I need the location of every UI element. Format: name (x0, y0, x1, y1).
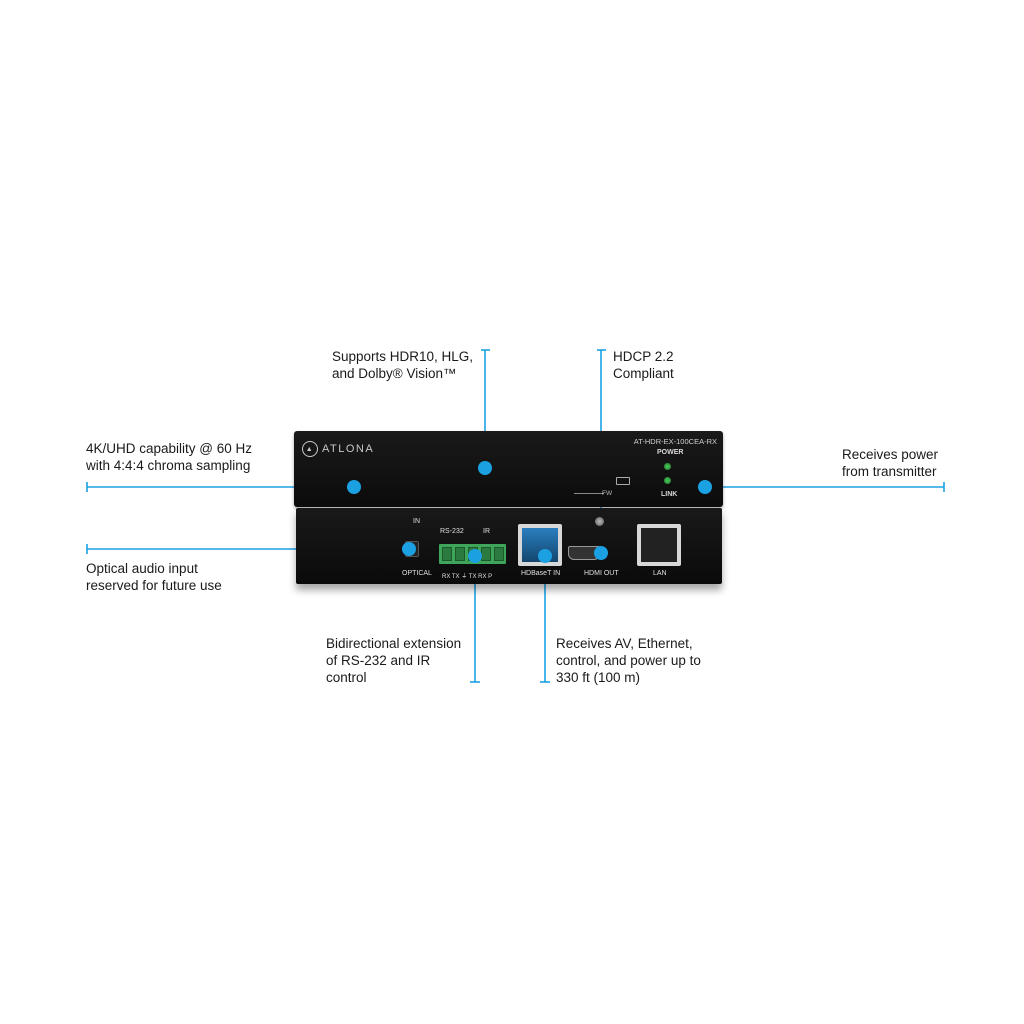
lan-port-icon (637, 524, 681, 566)
receives-callout-line-2: control, and power up to (556, 653, 701, 668)
power-callout: Receives power from transmitter (842, 446, 938, 480)
power-led-label: POWER (657, 449, 684, 456)
brand-name: ATLONA (322, 443, 375, 455)
uhd-callout-line-1: 4K/UHD capability @ 60 Hz (86, 441, 253, 456)
optical-callout-line-2: reserved for future use (86, 578, 222, 593)
brand-logo: ▲ ATLONA (302, 441, 374, 457)
hdbaset-label: HDBaseT IN (521, 570, 561, 577)
uhd-callout-line-2: with 4:4:4 chroma sampling (86, 458, 251, 473)
optical-callout-dot (402, 542, 416, 556)
power-callout-dot (698, 480, 712, 494)
power-callout-line-2: from transmitter (842, 464, 937, 479)
hdr-callout: Supports HDR10, HLG, and Dolby® Vision™ (332, 348, 473, 382)
hdcp-callout-line-2: Compliant (613, 366, 674, 381)
model-number: AT-HDR-EX-100CEA-RX (633, 437, 717, 446)
optical-label: OPTICAL (402, 570, 432, 577)
uhd-callout-dot (347, 480, 361, 494)
lan-label: LAN (653, 570, 667, 577)
bidirectional-callout-line-1: Bidirectional extension (326, 636, 462, 651)
bidirectional-callout: Bidirectional extension of RS-232 and IR… (326, 635, 461, 686)
hdr-callout-dot (478, 461, 492, 475)
optical-callout-line-1: Optical audio input (86, 561, 198, 576)
terminal-pin-labels: RX TX ⏚ TX RX P (442, 574, 493, 580)
receives-callout: Receives AV, Ethernet, control, and powe… (556, 635, 701, 686)
rs232-label: RS-232 (440, 528, 464, 535)
optical-in-label: IN (413, 518, 420, 525)
power-callout-line-1: Receives power (842, 447, 939, 462)
bidirectional-callout-line-2: of RS-232 and IR (326, 653, 431, 668)
fw-label: FW (602, 490, 613, 497)
usb-port-icon (616, 477, 630, 485)
optical-callout: Optical audio input reserved for future … (86, 560, 222, 594)
hdr-callout-line-1: Supports HDR10, HLG, (332, 349, 474, 364)
ir-label: IR (483, 528, 490, 535)
uhd-callout: 4K/UHD capability @ 60 Hz with 4:4:4 chr… (86, 440, 252, 474)
ground-screw-icon (595, 517, 604, 526)
power-led (664, 463, 671, 470)
bidirectional-callout-line-3: control (326, 670, 367, 685)
receives-callout-dot (538, 549, 552, 563)
fw-divider (574, 493, 604, 494)
bidirectional-callout-dot (468, 549, 482, 563)
receives-callout-line-3: 330 ft (100 m) (556, 670, 641, 685)
hdr-callout-line-2: and Dolby® Vision™ (332, 366, 457, 381)
link-led-label: LINK (661, 491, 678, 498)
hdmi-out-label: HDMI OUT (584, 570, 619, 577)
hdcp-callout-dot (594, 546, 608, 560)
receiver-rear-panel: IN OPTICAL RS-232 IR RX TX ⏚ TX RX P HDB… (296, 508, 722, 584)
atlona-logo-icon: ▲ (302, 441, 318, 457)
receives-callout-line-1: Receives AV, Ethernet, (556, 636, 693, 651)
hdcp-callout: HDCP 2.2 Compliant (613, 348, 674, 382)
hdcp-callout-line-1: HDCP 2.2 (613, 349, 674, 364)
link-led (664, 477, 671, 484)
receiver-front-panel: ▲ ATLONA AT-HDR-EX-100CEA-RX POWER LINK … (294, 431, 723, 507)
